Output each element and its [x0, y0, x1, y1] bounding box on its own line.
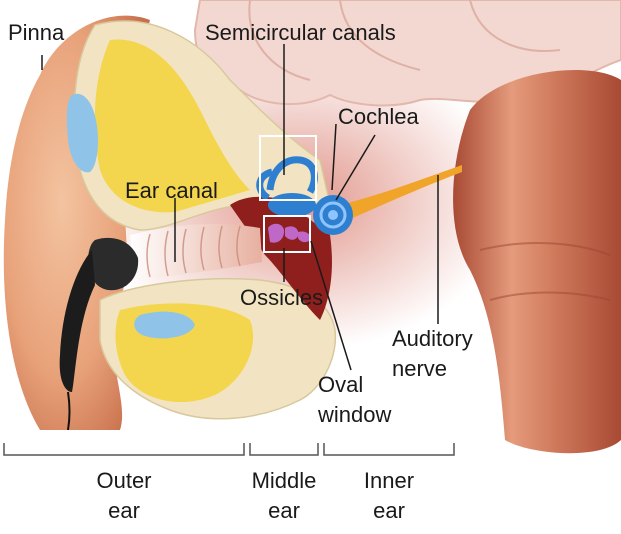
brain-fold — [469, 0, 561, 52]
label-middle-ear-1: Middle — [252, 468, 317, 493]
section-brackets — [3, 443, 455, 456]
label-ossicles: Ossicles — [240, 285, 323, 310]
label-inner-ear-2: ear — [373, 498, 405, 523]
label-pinna: Pinna — [8, 20, 65, 45]
ear-canal-shape — [130, 224, 262, 280]
auditory-nerve-shape — [340, 165, 462, 220]
label-middle-ear-2: ear — [268, 498, 300, 523]
label-oval-window-1: Oval — [318, 372, 363, 397]
brainstem-fold — [489, 291, 611, 301]
label-oval-window-2: window — [317, 402, 391, 427]
label-auditory-nerve-2: nerve — [392, 356, 447, 381]
ossicles-box — [263, 215, 311, 253]
label-outer-ear-2: ear — [108, 498, 140, 523]
cartilage-blue — [66, 93, 98, 173]
brainstem — [453, 70, 621, 454]
cartilage-upper — [94, 39, 250, 213]
earbud — [59, 237, 139, 431]
label-outer-ear-1: Outer — [96, 468, 151, 493]
cartilage-lower-blue — [134, 311, 195, 339]
brainstem-fold — [479, 242, 611, 256]
leader-lines — [41, 44, 439, 371]
brain-fold — [248, 0, 311, 81]
label-semicircular-canals: Semicircular canals — [205, 20, 396, 45]
label-cochlea: Cochlea — [338, 104, 419, 129]
brain-fold — [339, 0, 421, 71]
ear-canal-rings — [146, 225, 241, 278]
ossicles-shape — [268, 223, 311, 243]
label-auditory-nerve-1: Auditory — [392, 326, 473, 351]
label-ear-canal: Ear canal — [125, 178, 218, 203]
semicircular-canals-box — [259, 135, 317, 201]
label-inner-ear-1: Inner — [364, 468, 414, 493]
